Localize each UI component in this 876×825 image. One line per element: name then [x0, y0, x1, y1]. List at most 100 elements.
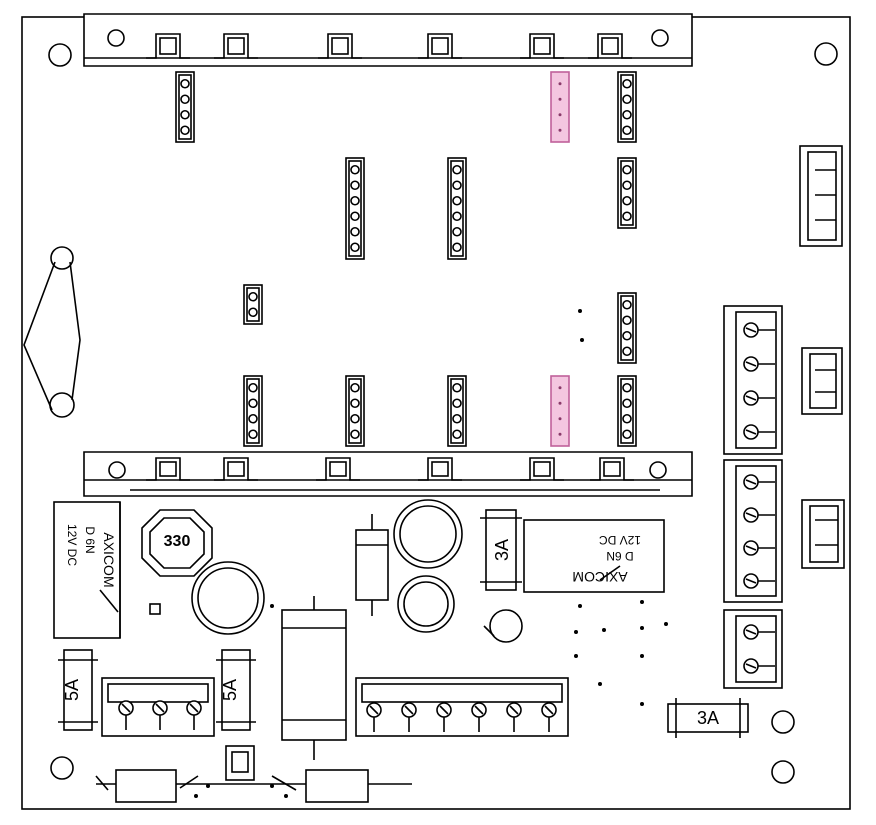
top-heatsink-bar	[83, 13, 693, 67]
capacitors	[191, 499, 523, 643]
heatsink-clip	[590, 457, 634, 481]
small-square-pad	[149, 603, 161, 615]
wire-loop	[23, 261, 81, 411]
pin-header	[617, 157, 637, 229]
terminal-screw	[186, 700, 202, 730]
pin-header	[617, 292, 637, 364]
mounting-hole	[771, 760, 795, 784]
heatsink-clip	[316, 457, 360, 481]
via	[640, 600, 644, 604]
terminal-screw	[436, 702, 452, 732]
via	[574, 654, 578, 658]
terminal-screw	[743, 356, 775, 372]
pin-header	[243, 284, 263, 325]
pin-headers	[175, 71, 637, 447]
mounting-hole	[814, 42, 838, 66]
mounting-hole	[771, 710, 795, 734]
terminal-screw	[401, 702, 417, 732]
relay-right-line2: D 6N	[606, 549, 633, 563]
via	[640, 654, 644, 658]
terminal-screw	[743, 540, 775, 556]
right-connector-small-1	[799, 145, 843, 247]
pin-header	[617, 71, 637, 143]
pin-header	[447, 375, 467, 447]
terminal-screw	[743, 322, 775, 338]
mounting-hole	[50, 756, 74, 780]
inductor-label: 330	[164, 533, 191, 550]
terminal-screw	[743, 390, 775, 406]
via	[284, 794, 288, 798]
via	[640, 626, 644, 630]
pin-header-highlighted	[550, 375, 570, 447]
pin-header-highlighted	[550, 71, 570, 143]
via	[574, 630, 578, 634]
fuse-3a-vertical	[480, 509, 522, 591]
terminal-block-3pin	[101, 677, 215, 737]
terminal-screw	[366, 702, 382, 732]
pin-header	[345, 375, 365, 447]
pin-header	[243, 375, 263, 447]
terminal-screw	[743, 507, 775, 523]
via	[206, 784, 210, 788]
terminal-block-6pin	[355, 677, 569, 737]
relay-left-line2: D 6N	[83, 526, 97, 553]
via	[270, 604, 274, 608]
mounting-holes	[48, 42, 838, 784]
pin-header	[345, 157, 365, 260]
relay-left	[53, 501, 121, 639]
heatsink-clip	[520, 33, 564, 59]
fuse-5a-right	[216, 649, 256, 731]
mounting-hole	[50, 246, 74, 270]
terminal-screw	[743, 624, 775, 640]
axial-component-upper	[355, 514, 389, 616]
fuse-3a-vertical-label: 3A	[492, 539, 512, 561]
via	[578, 309, 582, 313]
mounting-hole	[48, 43, 72, 67]
heatsink-clip	[418, 33, 462, 59]
heatsink-clip	[146, 33, 190, 59]
heatsink-clip	[146, 457, 190, 481]
heatsink-clip	[588, 33, 632, 59]
relay-right	[523, 519, 665, 593]
terminal-screw	[743, 658, 775, 674]
heatsink-clip	[418, 457, 462, 481]
fuse-5a-left-label: 5A	[62, 679, 82, 701]
via	[194, 794, 198, 798]
fuse-5a-left	[58, 649, 98, 731]
terminal-screw	[743, 474, 775, 490]
terminal-screw	[541, 702, 557, 732]
right-terminal-block-1	[723, 305, 783, 455]
via	[578, 604, 582, 608]
pin-header	[175, 71, 195, 143]
terminal-screw	[471, 702, 487, 732]
fuse-5a-right-label: 5A	[220, 679, 240, 701]
bottom-wiring	[95, 745, 412, 803]
inductor-330	[141, 509, 213, 577]
relay-left-brand: AXICOM	[101, 532, 117, 587]
heatsink-clip	[318, 33, 362, 59]
right-terminal-block-2	[723, 459, 783, 603]
vias	[194, 309, 668, 798]
relay-right-line1: 12V DC	[599, 533, 641, 547]
fuse-3a-horizontal-label: 3A	[697, 708, 719, 728]
relay-left-line1: 12V DC	[65, 524, 79, 566]
pin-header	[617, 375, 637, 447]
heatsink-clip	[214, 457, 258, 481]
bottom-heatsink-bar	[83, 451, 693, 497]
relay-right-brand: AXICOM	[572, 569, 627, 585]
via	[602, 628, 606, 632]
heatsink-clip	[520, 457, 564, 481]
terminal-screw	[506, 702, 522, 732]
axial-component-lower	[281, 596, 347, 760]
via	[598, 682, 602, 686]
terminal-screw	[118, 700, 134, 730]
right-connector-small-2	[801, 347, 843, 415]
right-connector-small-3	[801, 499, 845, 569]
pin-header	[447, 157, 467, 260]
via	[640, 702, 644, 706]
via	[270, 784, 274, 788]
fuse-3a-horizontal	[667, 698, 749, 738]
terminal-screw	[152, 700, 168, 730]
heatsink-clip	[214, 33, 258, 59]
